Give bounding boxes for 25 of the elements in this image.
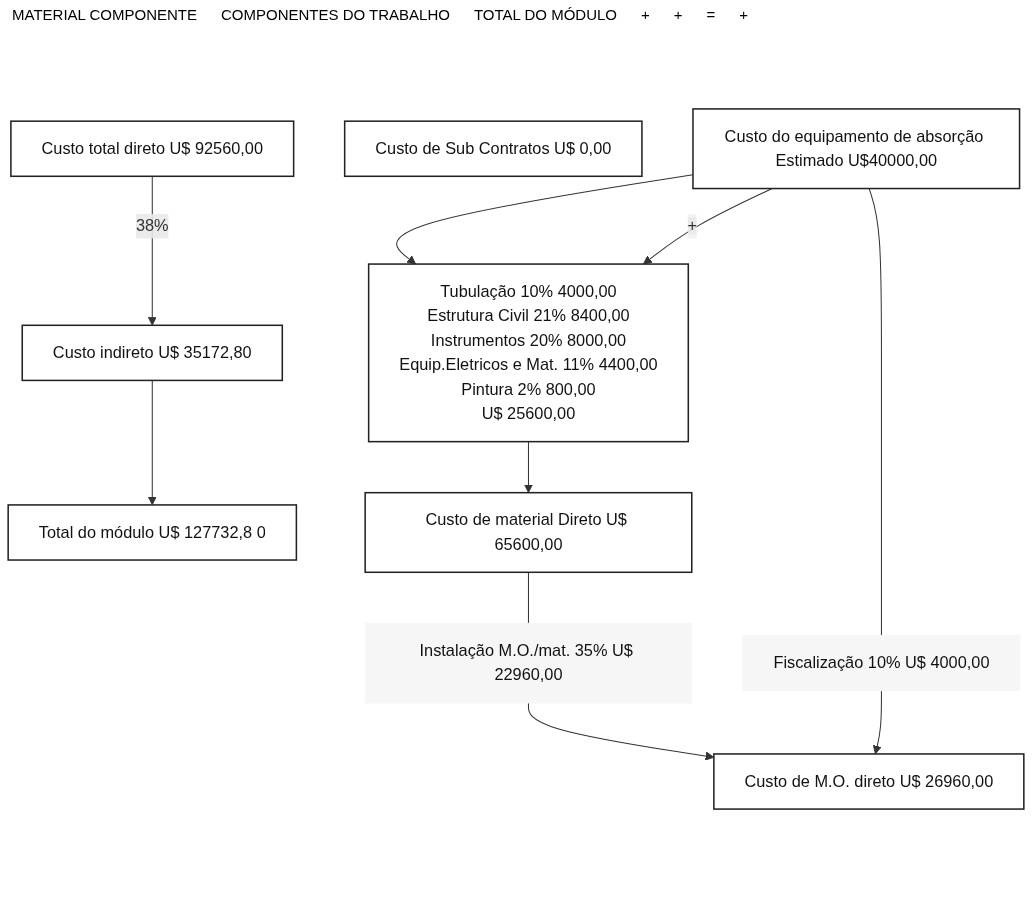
connector: [527, 571, 529, 624]
node-box: Custo de Sub Contratos U$ 0,00: [343, 120, 643, 178]
node-box: Custo do equipamento de absorção Estimado U$40000,00: [692, 108, 1021, 190]
node-box: Custo de M.O. direto U$ 26960,00: [713, 753, 1025, 810]
label-text: COMPONENTES DO TRABALHO: [221, 6, 450, 23]
node-box: Custo indireto U$ 35172,80: [21, 324, 284, 382]
label-text: +: [641, 6, 650, 23]
arrow: [524, 441, 533, 494]
label-text: +: [673, 6, 683, 23]
node-box: Tubulação 10% 4000,00 Estrutura Civil 21% 8400,00 Instrumentos 20% 8000,00 Equip.Eletricos e Mat. 11% 4400,00 Pintura 2% 800,00 U$ 25600,00: [367, 263, 690, 443]
edge-label: 38%: [135, 217, 169, 235]
connector: [868, 188, 882, 637]
edge-label: +: [687, 217, 698, 235]
label-text: +: [739, 6, 749, 23]
arrow: [643, 188, 773, 265]
label-text: TOTAL DO MÓDULO: [473, 6, 618, 23]
node-box: Custo total direto U$ 92560,00: [10, 120, 295, 178]
arrow: [147, 379, 157, 506]
node-box: Instalação M.O./mat. 35% U$ 22960,00: [364, 622, 693, 704]
node-box: Total do módulo U$ 127732,8 0: [7, 504, 298, 561]
node-box: Custo de material Direto U$ 65600,00: [364, 491, 693, 574]
node-box: Fiscalização 10% U$ 4000,00: [742, 635, 1021, 692]
arrow: [872, 690, 882, 755]
label-text: MATERIAL COMPONENTE: [12, 6, 198, 23]
label-text: =: [706, 6, 716, 23]
